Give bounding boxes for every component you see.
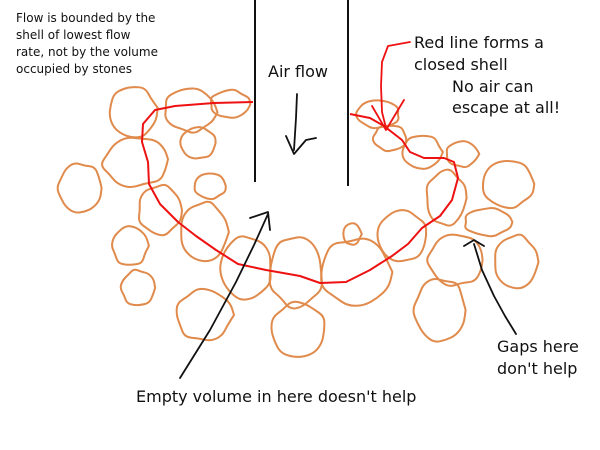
note-line-1: Flow is bounded by the bbox=[16, 11, 155, 25]
stone bbox=[180, 200, 230, 263]
stone bbox=[164, 87, 219, 134]
red-line-label-1: Red line forms a bbox=[414, 33, 544, 52]
no-escape-label-1: No air can bbox=[452, 77, 534, 96]
air-flow-arrow bbox=[285, 93, 317, 155]
stone bbox=[219, 235, 272, 301]
gaps-arrow bbox=[463, 239, 517, 335]
no-escape-label-2: escape at all! bbox=[452, 98, 560, 117]
stone bbox=[464, 206, 514, 238]
stone bbox=[111, 225, 150, 266]
stone bbox=[426, 233, 484, 287]
empty-volume-arrow bbox=[179, 211, 271, 379]
stone bbox=[371, 124, 408, 153]
stone bbox=[376, 209, 428, 263]
gaps-label-1: Gaps here bbox=[497, 337, 579, 356]
note-line-2: shell of lowest flow bbox=[16, 28, 131, 42]
stone bbox=[108, 86, 159, 139]
stone bbox=[101, 136, 170, 189]
stone bbox=[401, 134, 445, 170]
empty-volume-label: Empty volume in here doesn't help bbox=[136, 387, 416, 406]
red-shell-line bbox=[141, 101, 459, 284]
stone bbox=[342, 222, 363, 246]
note-line-3: rate, not by the volume bbox=[16, 45, 158, 59]
stone bbox=[425, 168, 468, 227]
stone bbox=[193, 172, 227, 201]
stone bbox=[355, 99, 400, 130]
stone bbox=[179, 126, 217, 160]
stone bbox=[119, 268, 157, 307]
stone bbox=[137, 183, 184, 237]
stone bbox=[412, 277, 467, 343]
stone bbox=[445, 140, 481, 169]
stones-group bbox=[56, 86, 540, 358]
stone bbox=[320, 237, 394, 307]
stone bbox=[56, 162, 103, 214]
stone bbox=[494, 233, 540, 290]
air-flow-label: Air flow bbox=[268, 62, 328, 81]
stone bbox=[270, 300, 326, 358]
gaps-label-2: don't help bbox=[497, 359, 577, 378]
stone bbox=[209, 88, 252, 119]
red-pointer-arrow bbox=[371, 41, 411, 131]
stone bbox=[175, 287, 236, 342]
red-line-label-2: closed shell bbox=[414, 55, 508, 74]
stone bbox=[481, 159, 536, 210]
note-line-4: occupied by stones bbox=[16, 62, 132, 76]
stone bbox=[268, 236, 323, 310]
